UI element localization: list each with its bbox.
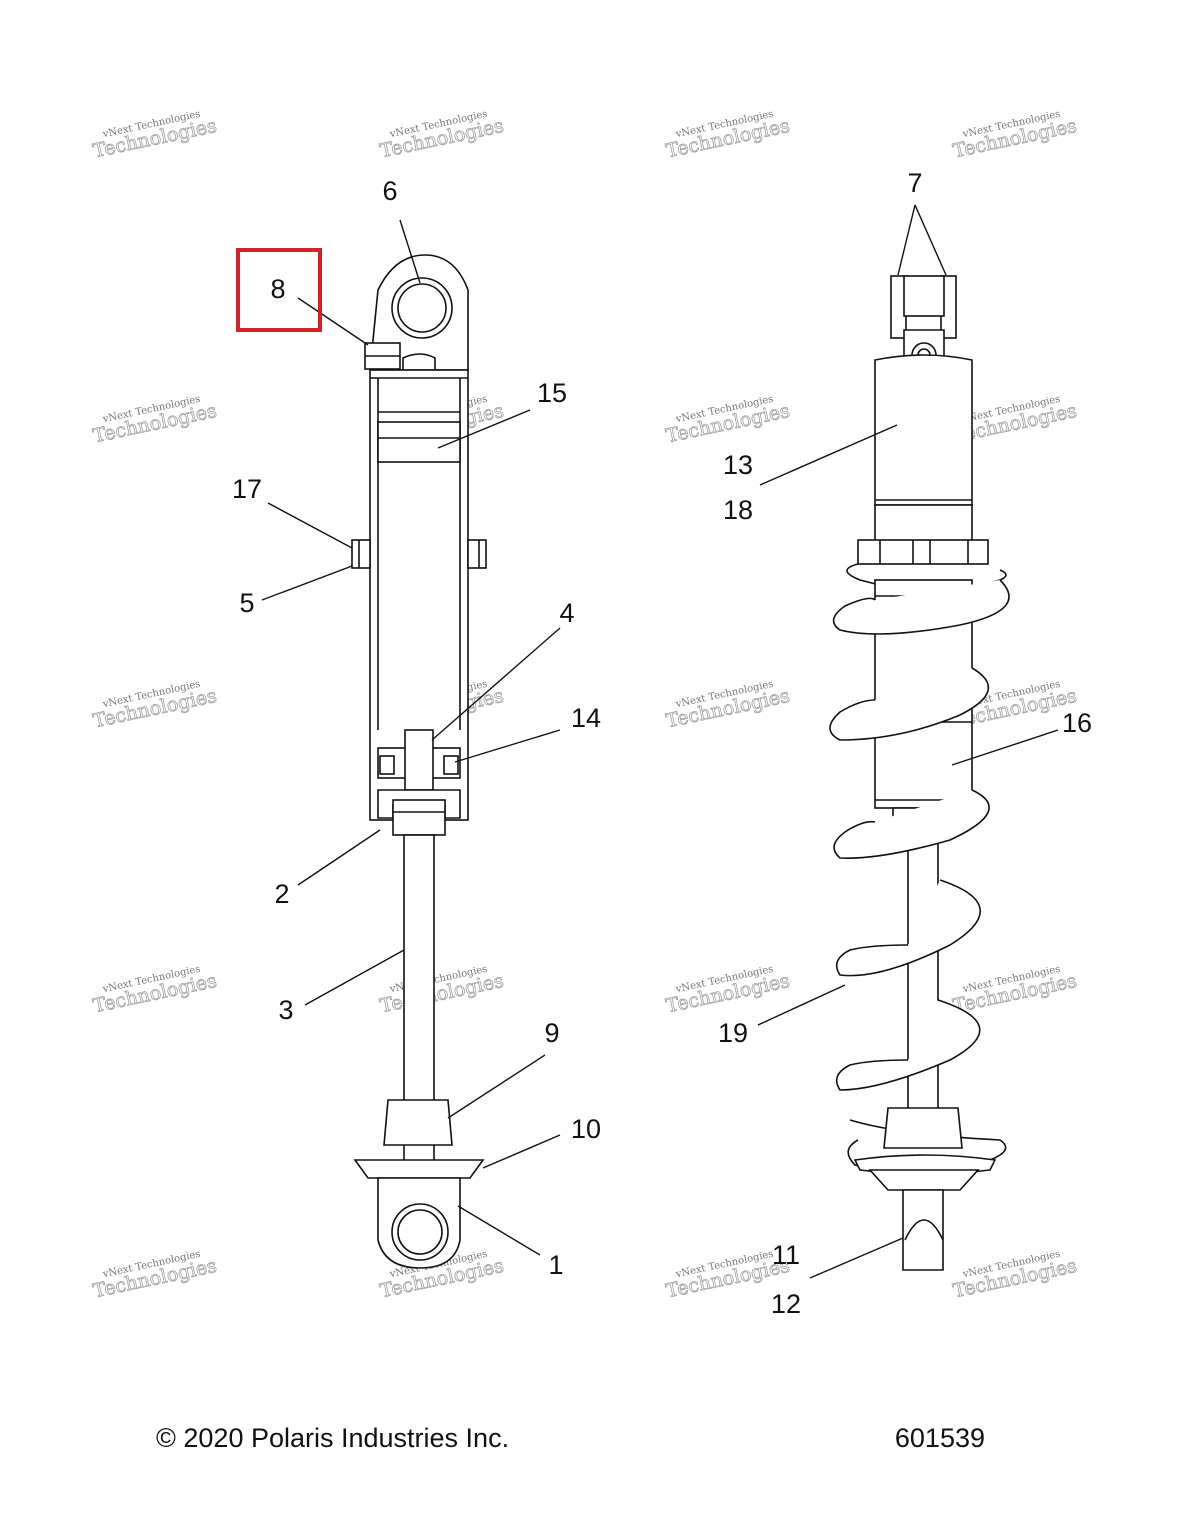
callout-12: 12 <box>771 1289 801 1319</box>
callout-8-highlight <box>236 248 322 332</box>
shock-cutaway-drawing <box>351 254 487 1269</box>
callout-9: 9 <box>544 1018 559 1048</box>
figure-number: 601539 <box>895 1423 985 1453</box>
shock-assembly-drawing <box>829 275 1010 1271</box>
callout-17: 17 <box>232 474 262 504</box>
callout-18: 18 <box>723 495 753 525</box>
callout-5: 5 <box>239 588 254 618</box>
callout-13: 13 <box>723 450 753 480</box>
leader-lines <box>261 204 1059 1279</box>
callout-11: 11 <box>772 1240 800 1270</box>
callout-16: 16 <box>1062 708 1092 738</box>
callout-14: 14 <box>571 703 601 733</box>
footer: © 2020 Polaris Industries Inc. 601539 <box>156 1423 985 1453</box>
callout-7: 7 <box>907 168 922 198</box>
callout-6: 6 <box>382 176 397 206</box>
callout-1: 1 <box>548 1250 563 1280</box>
callout-10: 10 <box>571 1114 601 1144</box>
callout-3: 3 <box>278 995 293 1025</box>
callout-2: 2 <box>274 879 289 909</box>
callout-19: 19 <box>718 1018 748 1048</box>
callout-8: 8 <box>270 274 285 304</box>
callout-15: 15 <box>537 378 567 408</box>
callout-labels: 6 8 15 17 5 4 14 2 3 9 10 1 7 13 18 16 1… <box>232 168 1092 1319</box>
copyright-text: © 2020 Polaris Industries Inc. <box>156 1423 509 1453</box>
callout-4: 4 <box>559 598 574 628</box>
